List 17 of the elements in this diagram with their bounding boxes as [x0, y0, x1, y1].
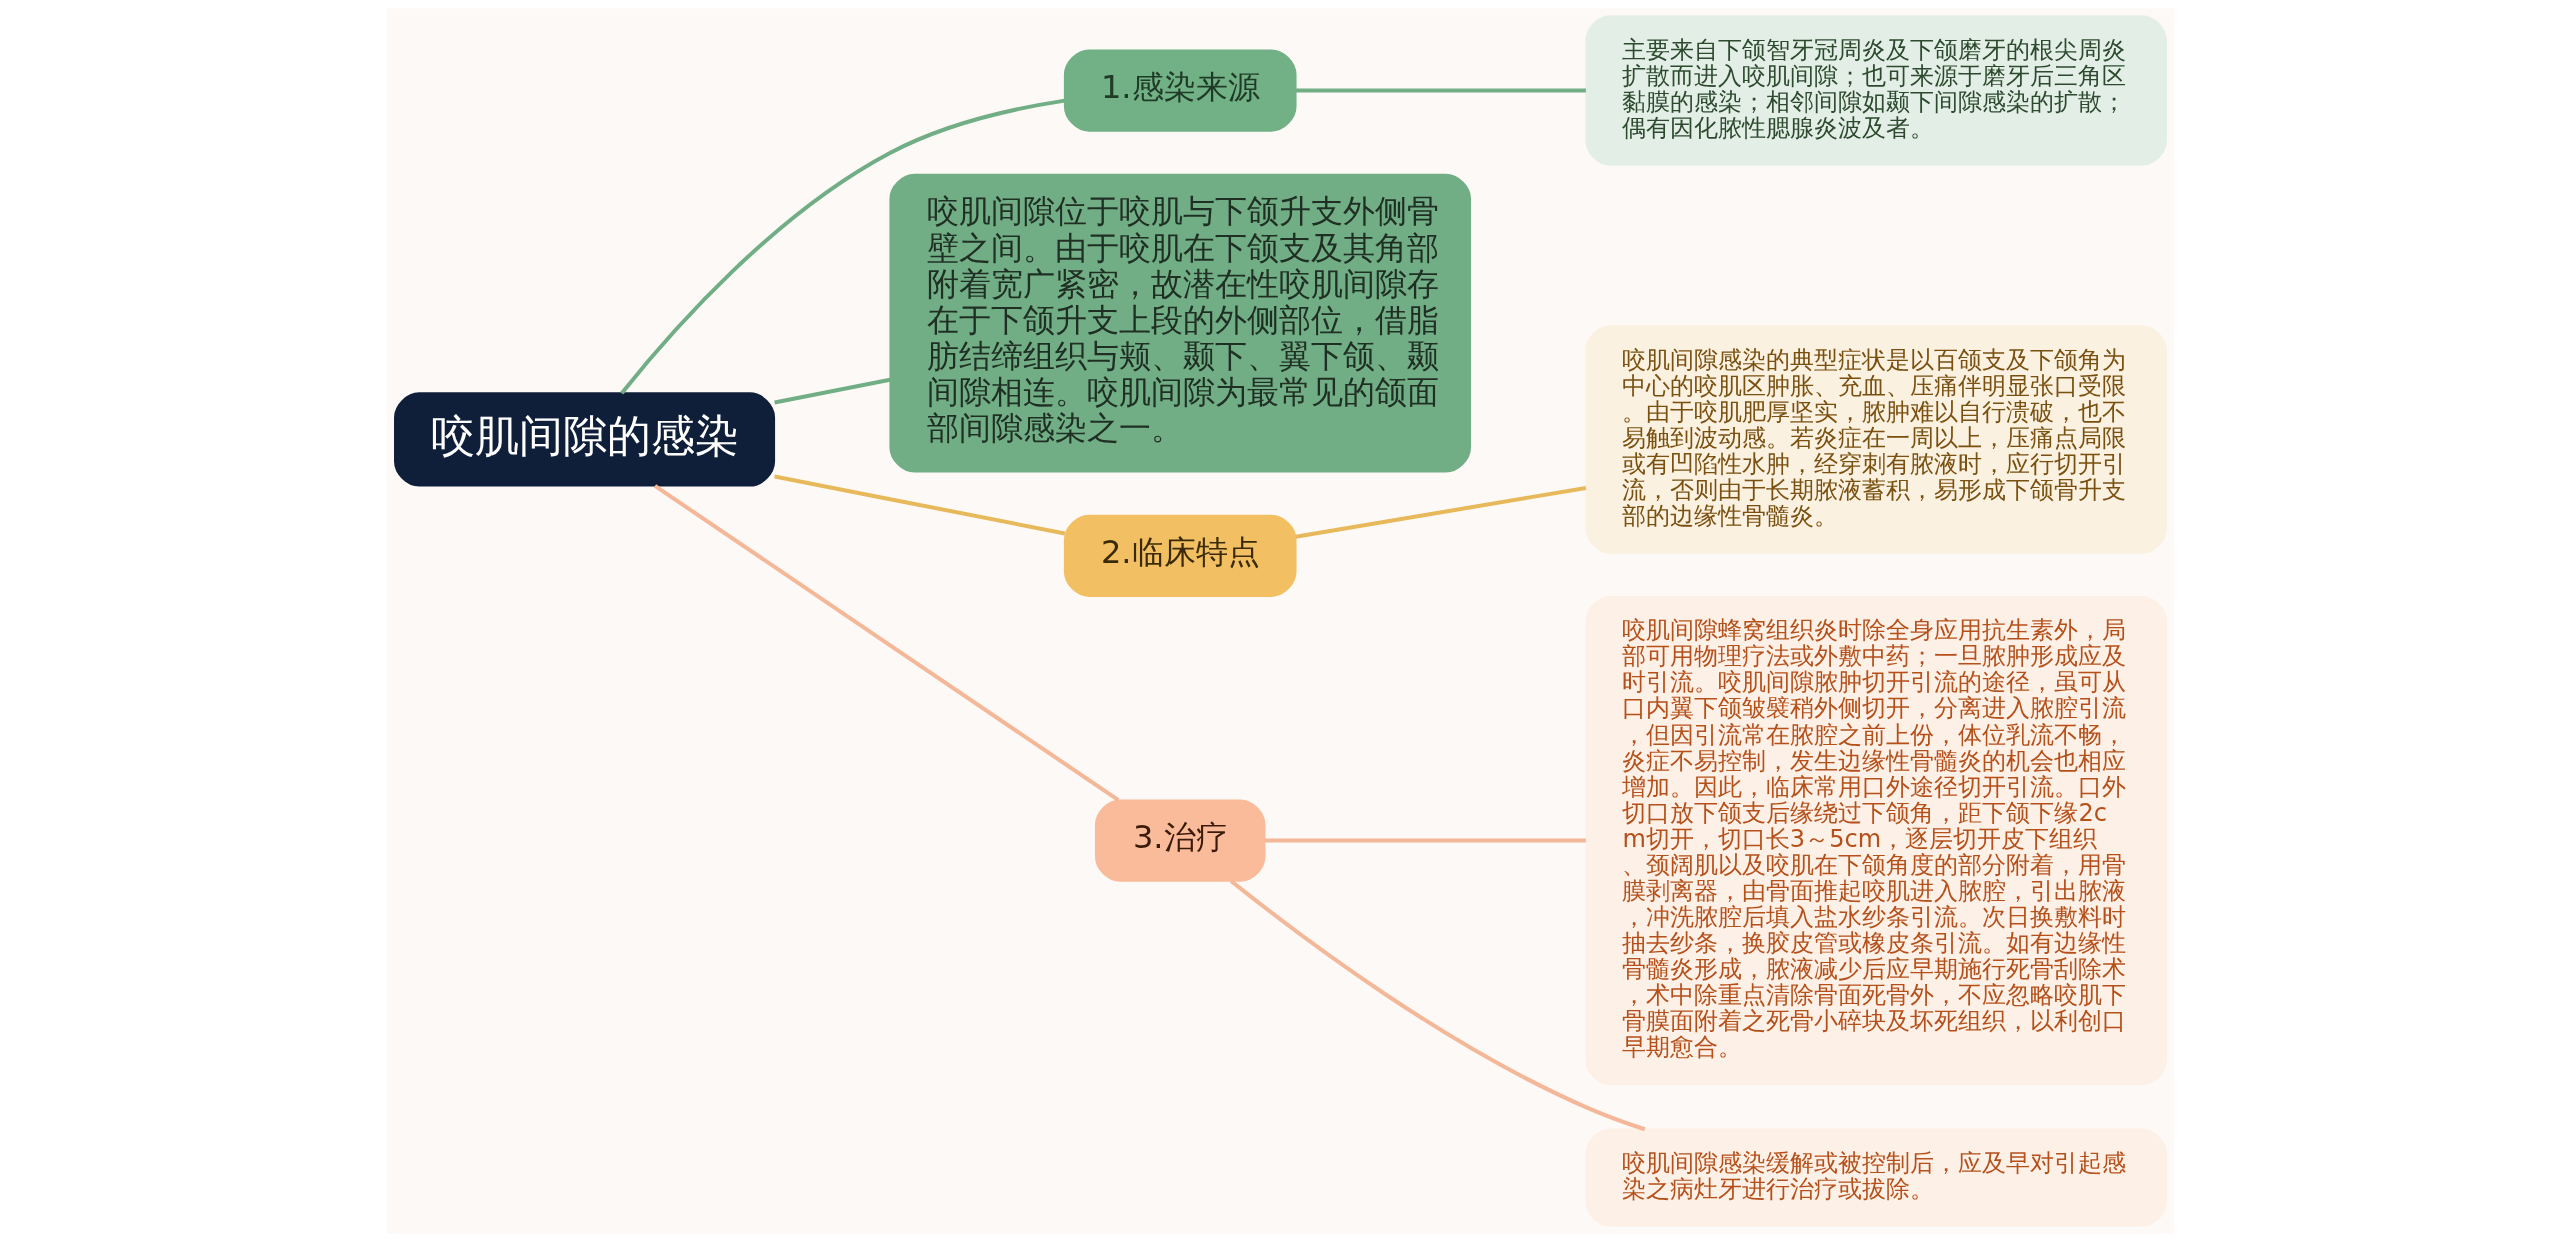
node-box: 咬肌间隙感染缓解或被控制后，应及早对引起感染之病灶牙进行治疗或拔除。 [1584, 1128, 2167, 1227]
connector [1294, 485, 1586, 539]
node-box: 咬肌间隙蜂窝组织炎时除全身应用抗生素外，局部可用物理疗法或外敷中药；一旦脓肿形成应及时引流。咬肌间隙脓肿切开引流的途径，虽可从口内翼下颌皱襞稍外侧切开，分离进入脓腔引流，但因引流常在脓腔之前上份，体位乳流不畅，炎症不易控制，发生边缘性骨髓炎的机会也相应增加。因此，临床常用口外途径切开引流。口外切口放下颌支后缘绕过下颌角，距下颌下缘2cm切开，切口长3～5cm，逐层切开皮下组织、颈阔肌以及咬肌在下颌角度的部分附着，用骨膜剥离器，由骨面推起咬肌进入脓腔，引出脓液，冲洗脓腔后填入盐水纱条引流。次日换敷料时抽去纱条，换胶皮管或橡皮条引流。如有边缘性骨髓炎形成，脓液减少后应早期施行死骨刮除术，术中除重点清除骨面死骨外，不应忽略咬肌下骨膜面附着之死骨小碎块及坏死组织，以利创口早期愈合。 [1584, 595, 2167, 1086]
connector [619, 98, 1065, 395]
node-box: 咬肌间隙的感染 [393, 392, 775, 487]
node-box: 咬肌间隙位于咬肌与下颌升支外侧骨壁之间。由于咬肌在下颌支及其角部附着宽广紧密，故潜在性咬肌间隙存在于下颌升支上段的外侧部位，借脂肪结缔组织与颊、颞下、翼下颌、颞间隙相连。咬肌间隙为最常见的颌面部间隙感染之一。 [888, 173, 1471, 473]
connector [1295, 88, 1586, 93]
node-box: 3.治疗 [1094, 799, 1265, 882]
node-box: 主要来自下颌智牙冠周炎及下颌磨牙的根尖周炎扩散而进入咬肌间隙；也可来源于磨牙后三角区黏膜的感染；相邻间隙如颞下间隙感染的扩散；偶有因化脓性腮腺炎波及者。 [1584, 15, 2167, 166]
connector [773, 377, 891, 405]
connector [1264, 838, 1586, 843]
node-box: 2.临床特点 [1063, 514, 1297, 597]
connector [1229, 879, 1645, 1132]
node-box: 1.感染来源 [1063, 49, 1297, 132]
connector [773, 474, 1065, 536]
node-box: 咬肌间隙感染的典型症状是以百颌支及下颌角为中心的咬肌区肿胀、充血、压痛伴明显张口受限。由于咬肌肥厚坚实，脓肿难以自行溃破，也不易触到波动感。若炎症在一周以上，压痛点局限或有凹陷性水肿，经穿刺有脓液时，应行切开引流，否则由于长期脓液蓄积，易形成下颌骨升支部的边缘性骨髓炎。 [1584, 325, 2167, 554]
connector [653, 484, 1119, 802]
